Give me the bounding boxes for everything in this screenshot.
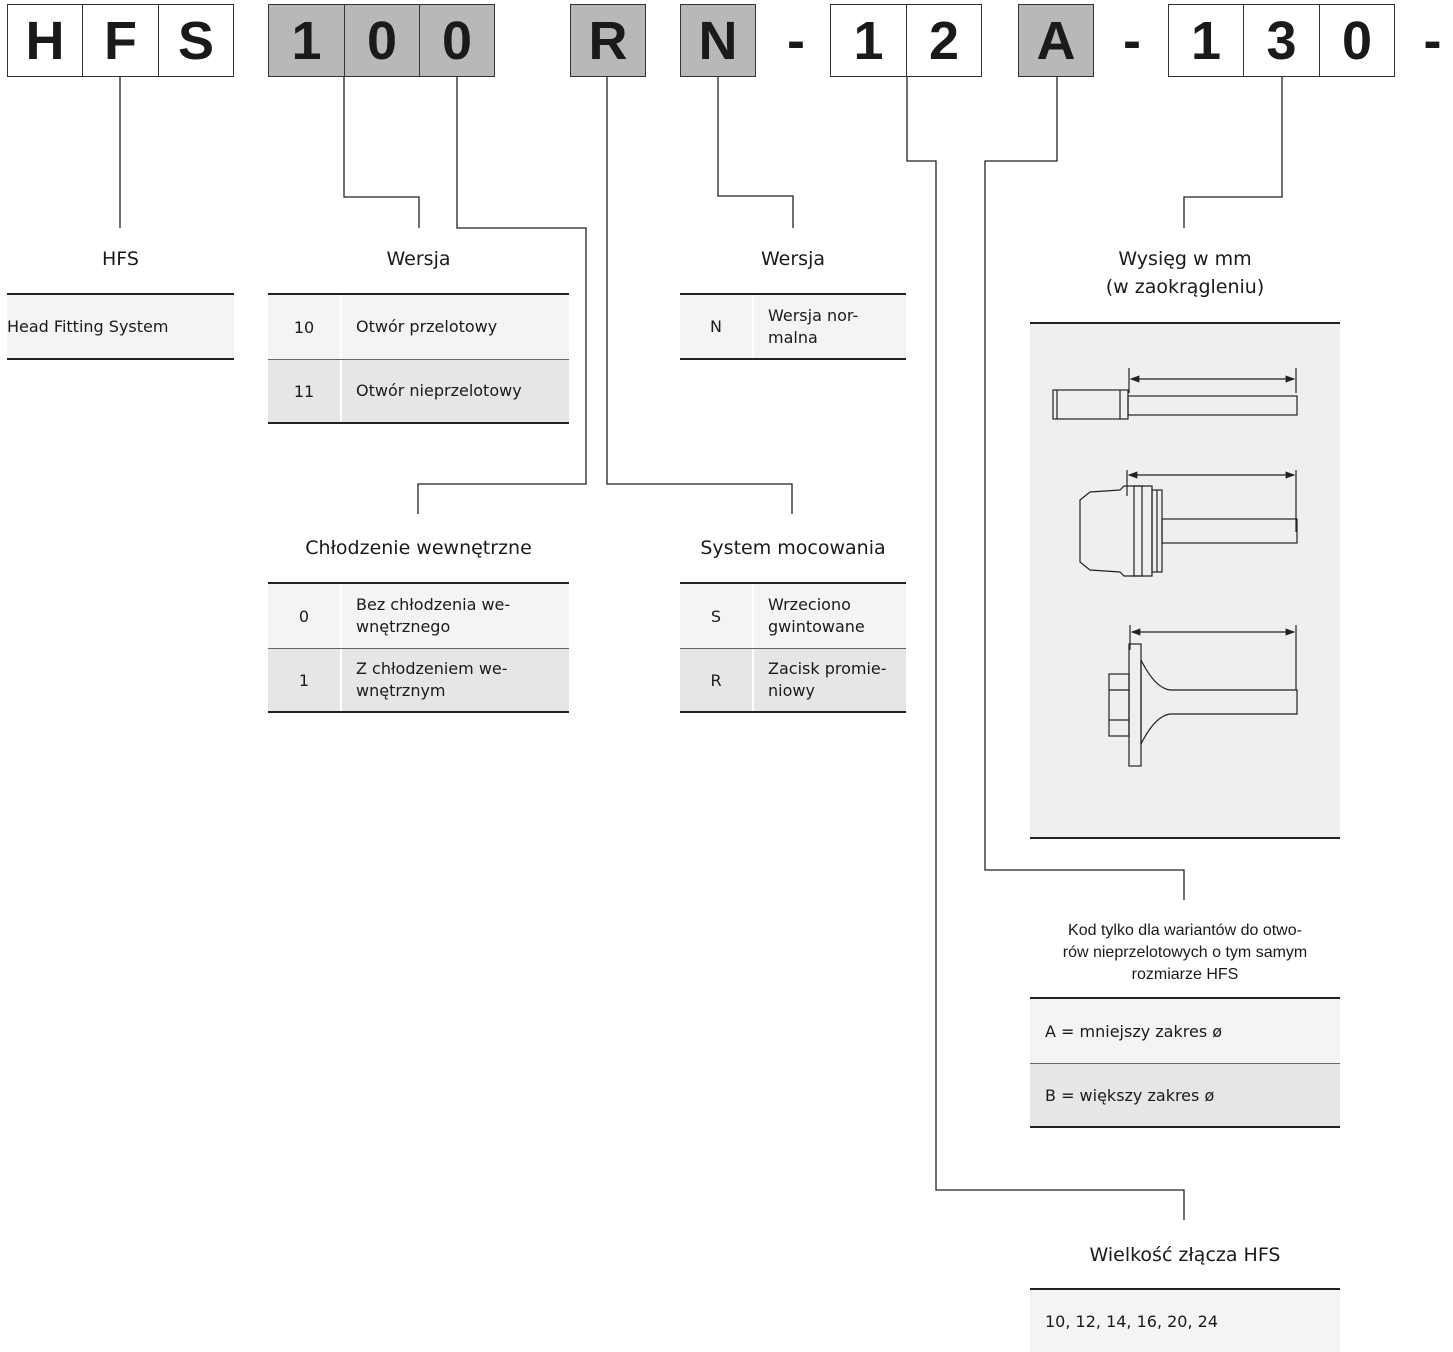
table-chlodzenie: 0 Bez chłodzenia we- wnętrznego 1 Z chło… (268, 582, 569, 713)
code-char-reach-1: 1 (1168, 4, 1244, 77)
table-row: N Wersja nor- malna (680, 295, 906, 358)
code-char-f: F (82, 4, 159, 77)
heading-wysieg: Wysięg w mm (w zaokrągleniu) (1030, 245, 1340, 301)
table-row: 10, 12, 14, 16, 20, 24 (1030, 1290, 1340, 1352)
code-char-version-n: N (680, 4, 756, 77)
row-code: 1 (268, 649, 342, 711)
heading-chlodzenie: Chłodzenie wewnętrzne (305, 537, 532, 559)
connector-wersja-n (717, 77, 794, 228)
connector-wielkosc (906, 77, 1185, 1220)
row-description: Otwór nieprzelotowy (356, 381, 522, 400)
code-dash-2: - (1123, 10, 1141, 71)
heading-hfs: HFS (102, 248, 139, 270)
table-wielkosc: 10, 12, 14, 16, 20, 24 (1030, 1288, 1340, 1352)
row-description: Wrzeciono gwintowane (768, 595, 865, 636)
tool-collet-holder-drawing (1079, 470, 1298, 577)
code-char-h: H (7, 4, 83, 77)
table-wersja-n: N Wersja nor- malna (680, 293, 906, 360)
code-dash-1: - (787, 10, 805, 71)
connector-wersja (343, 77, 420, 228)
code-char-size-2: 2 (906, 4, 982, 77)
code-char-clamping: R (570, 4, 646, 77)
table-wersja: 10 Otwór przelotowy 11 Otwór nieprzeloto… (268, 293, 569, 424)
heading-wysieg-line1: Wysięg w mm (1118, 248, 1252, 270)
table-kod: A = mniejszy zakres ø B = większy zakres… (1030, 997, 1340, 1128)
row-description: Wersja nor- malna (768, 305, 859, 347)
heading-kod-line2: rów nieprzelotowych o tym samym (1062, 944, 1308, 961)
connector-wysieg (1183, 77, 1283, 228)
connector-chlodzenie (417, 77, 587, 514)
row-code: S (680, 584, 754, 648)
row-code: N (680, 295, 754, 358)
row-description: B = większy zakres ø (1045, 1085, 1215, 1105)
code-dash-3: - (1423, 10, 1442, 71)
reach-illustration-panel (1030, 322, 1340, 839)
table-row: B = większy zakres ø (1030, 1063, 1340, 1126)
connector-kod (984, 77, 1185, 900)
tool-flange-hex-drawing (1108, 625, 1298, 767)
table-system: S Wrzeciono gwintowane R Zacisk promie- … (680, 582, 906, 713)
table-row: 1 Z chłodzeniem we- wnętrznym (268, 648, 569, 711)
row-description: Bez chłodzenia we- wnętrznego (356, 595, 511, 636)
table-hfs: Head Fitting System (7, 293, 234, 360)
code-char-s: S (158, 4, 234, 77)
heading-system: System mocowania (700, 537, 886, 559)
row-description: 10, 12, 14, 16, 20, 24 (1045, 1311, 1219, 1331)
tool-straight-shank-drawing (1052, 368, 1298, 420)
heading-kod: Kod tylko dla wariantów do otwo- rów nie… (1030, 920, 1340, 986)
code-char-reach-3: 0 (1319, 4, 1395, 77)
heading-wysieg-line2: (w zaokrągleniu) (1105, 276, 1265, 298)
table-row: S Wrzeciono gwintowane (680, 584, 906, 648)
table-row: 10 Otwór przelotowy (268, 295, 569, 359)
table-row: Head Fitting System (7, 295, 234, 358)
code-char-coolant: 0 (419, 4, 495, 77)
row-description: Zacisk promie- niowy (768, 659, 887, 700)
table-row: R Zacisk promie- niowy (680, 648, 906, 711)
heading-kod-line3: rozmiarze HFS (1131, 966, 1239, 983)
row-code: 11 (268, 360, 342, 422)
code-char-version-1: 1 (268, 4, 345, 77)
heading-wersja: Wersja (386, 248, 451, 270)
hfs-description: Head Fitting System (7, 317, 169, 336)
code-char-variant: A (1018, 4, 1094, 77)
connector-system (606, 77, 793, 514)
row-code: R (680, 649, 754, 711)
row-code: 0 (268, 584, 342, 648)
table-row: 0 Bez chłodzenia we- wnętrznego (268, 584, 569, 648)
code-char-version-2: 0 (344, 4, 420, 77)
tool-drawings (1052, 368, 1298, 767)
row-code: 10 (268, 295, 342, 359)
row-description: A = mniejszy zakres ø (1045, 1021, 1223, 1041)
heading-kod-line1: Kod tylko dla wariantów do otwo- (1068, 922, 1302, 939)
table-row: 11 Otwór nieprzelotowy (268, 359, 569, 422)
row-description: Otwór przelotowy (356, 317, 498, 336)
row-description: Z chłodzeniem we- wnętrznym (356, 659, 508, 700)
heading-wielkosc: Wielkość złącza HFS (1089, 1244, 1281, 1266)
heading-wersja-n: Wersja (761, 248, 825, 270)
table-row: A = mniejszy zakres ø (1030, 999, 1340, 1063)
